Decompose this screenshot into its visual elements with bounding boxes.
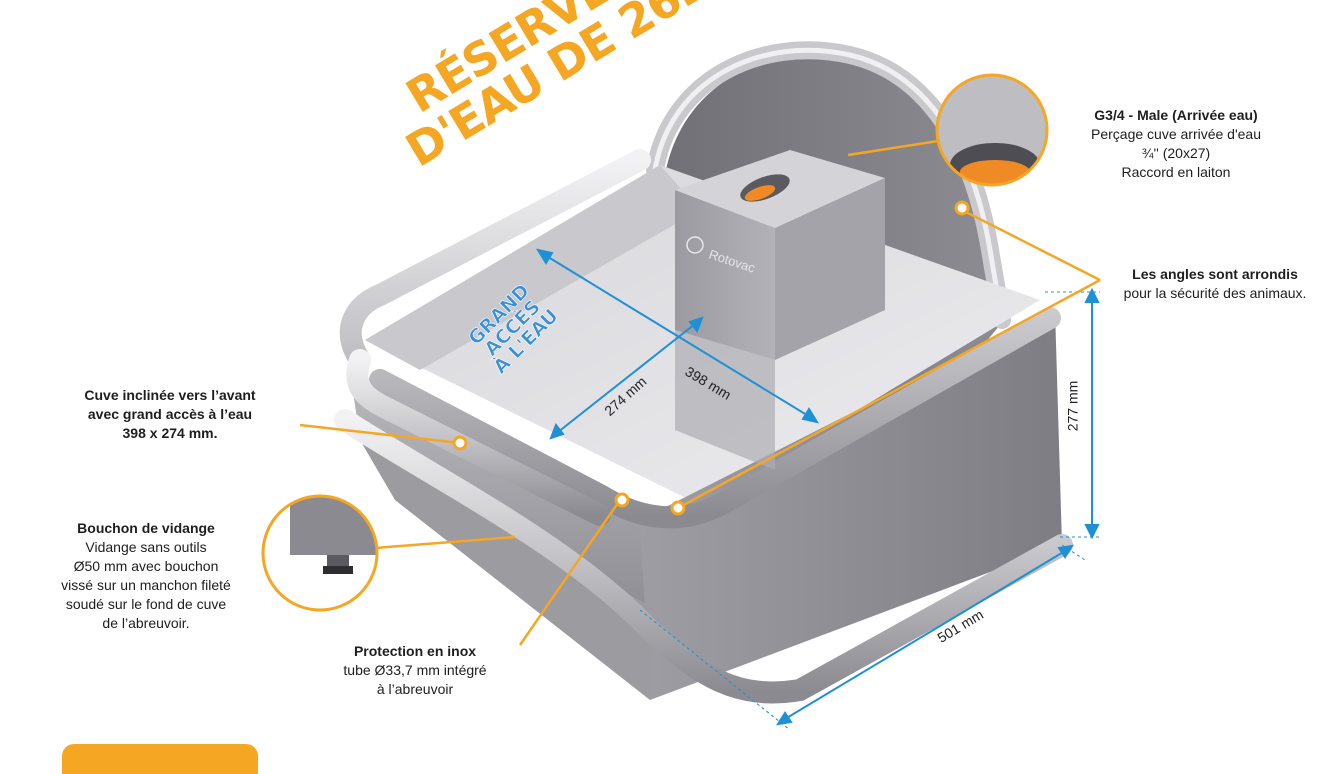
callout-corners-line: pour la sécurité des animaux. bbox=[1123, 285, 1307, 301]
bottom-rail bbox=[334, 409, 1073, 704]
dimension-arrows bbox=[535, 248, 1100, 726]
callout-drain-line: de l’abreuvoir. bbox=[102, 615, 190, 631]
dimension-height: 277 mm bbox=[1064, 380, 1081, 432]
float-box-front bbox=[675, 190, 775, 360]
callout-tank-line: avec grand accès à l’eau bbox=[87, 406, 253, 422]
brand-logo-icon bbox=[686, 236, 704, 254]
callout-protection-title: Protection en inox bbox=[353, 643, 477, 659]
callout-drain-title: Bouchon de vidange bbox=[77, 520, 215, 536]
callout-inlet-line: Perçage cuve arrivée d'eau bbox=[1091, 126, 1261, 142]
callout-corners: Les angles sont arrondis pour la sécurit… bbox=[1098, 265, 1332, 303]
callout-lines bbox=[299, 138, 1101, 646]
callout-drain: Bouchon de vidange Vidange sans outils Ø… bbox=[30, 519, 262, 633]
side-wall bbox=[640, 310, 1062, 700]
callout-inlet: G3/4 - Male (Arrivée eau) Perçage cuve a… bbox=[1060, 106, 1292, 182]
callout-drain-line: soudé sur le fond de cuve bbox=[65, 596, 227, 612]
drain-zoom bbox=[261, 494, 379, 612]
orange-tab bbox=[62, 744, 258, 774]
callout-protection-line: à l’abreuvoir bbox=[376, 681, 454, 697]
callout-dots bbox=[452, 200, 970, 516]
callout-inlet-line: Raccord en laiton bbox=[1121, 164, 1231, 180]
callout-drain-line: Ø50 mm avec bouchon bbox=[73, 558, 219, 574]
callout-protection: Protection en inox tube Ø33,7 mm intégré… bbox=[322, 642, 508, 699]
callout-tank-line: Cuve inclinée vers l’avant bbox=[84, 387, 256, 403]
inlet-zoom bbox=[935, 73, 1049, 187]
callout-tank-line: 398 x 274 mm. bbox=[122, 425, 218, 441]
callout-drain-line: vissé sur un manchon fileté bbox=[61, 577, 231, 593]
callout-protection-line: tube Ø33,7 mm intégré bbox=[343, 662, 487, 678]
callout-tank: Cuve inclinée vers l’avant avec grand ac… bbox=[60, 386, 280, 443]
callout-corners-title: Les angles sont arrondis bbox=[1132, 266, 1298, 282]
callout-drain-line: Vidange sans outils bbox=[85, 539, 207, 555]
callout-inlet-line: ¾'' (20x27) bbox=[1141, 145, 1211, 161]
trough-illustration: Rotovac bbox=[261, 41, 1101, 731]
top-rim-tube bbox=[339, 149, 1061, 529]
callout-inlet-title: G3/4 - Male (Arrivée eau) bbox=[1094, 107, 1258, 123]
